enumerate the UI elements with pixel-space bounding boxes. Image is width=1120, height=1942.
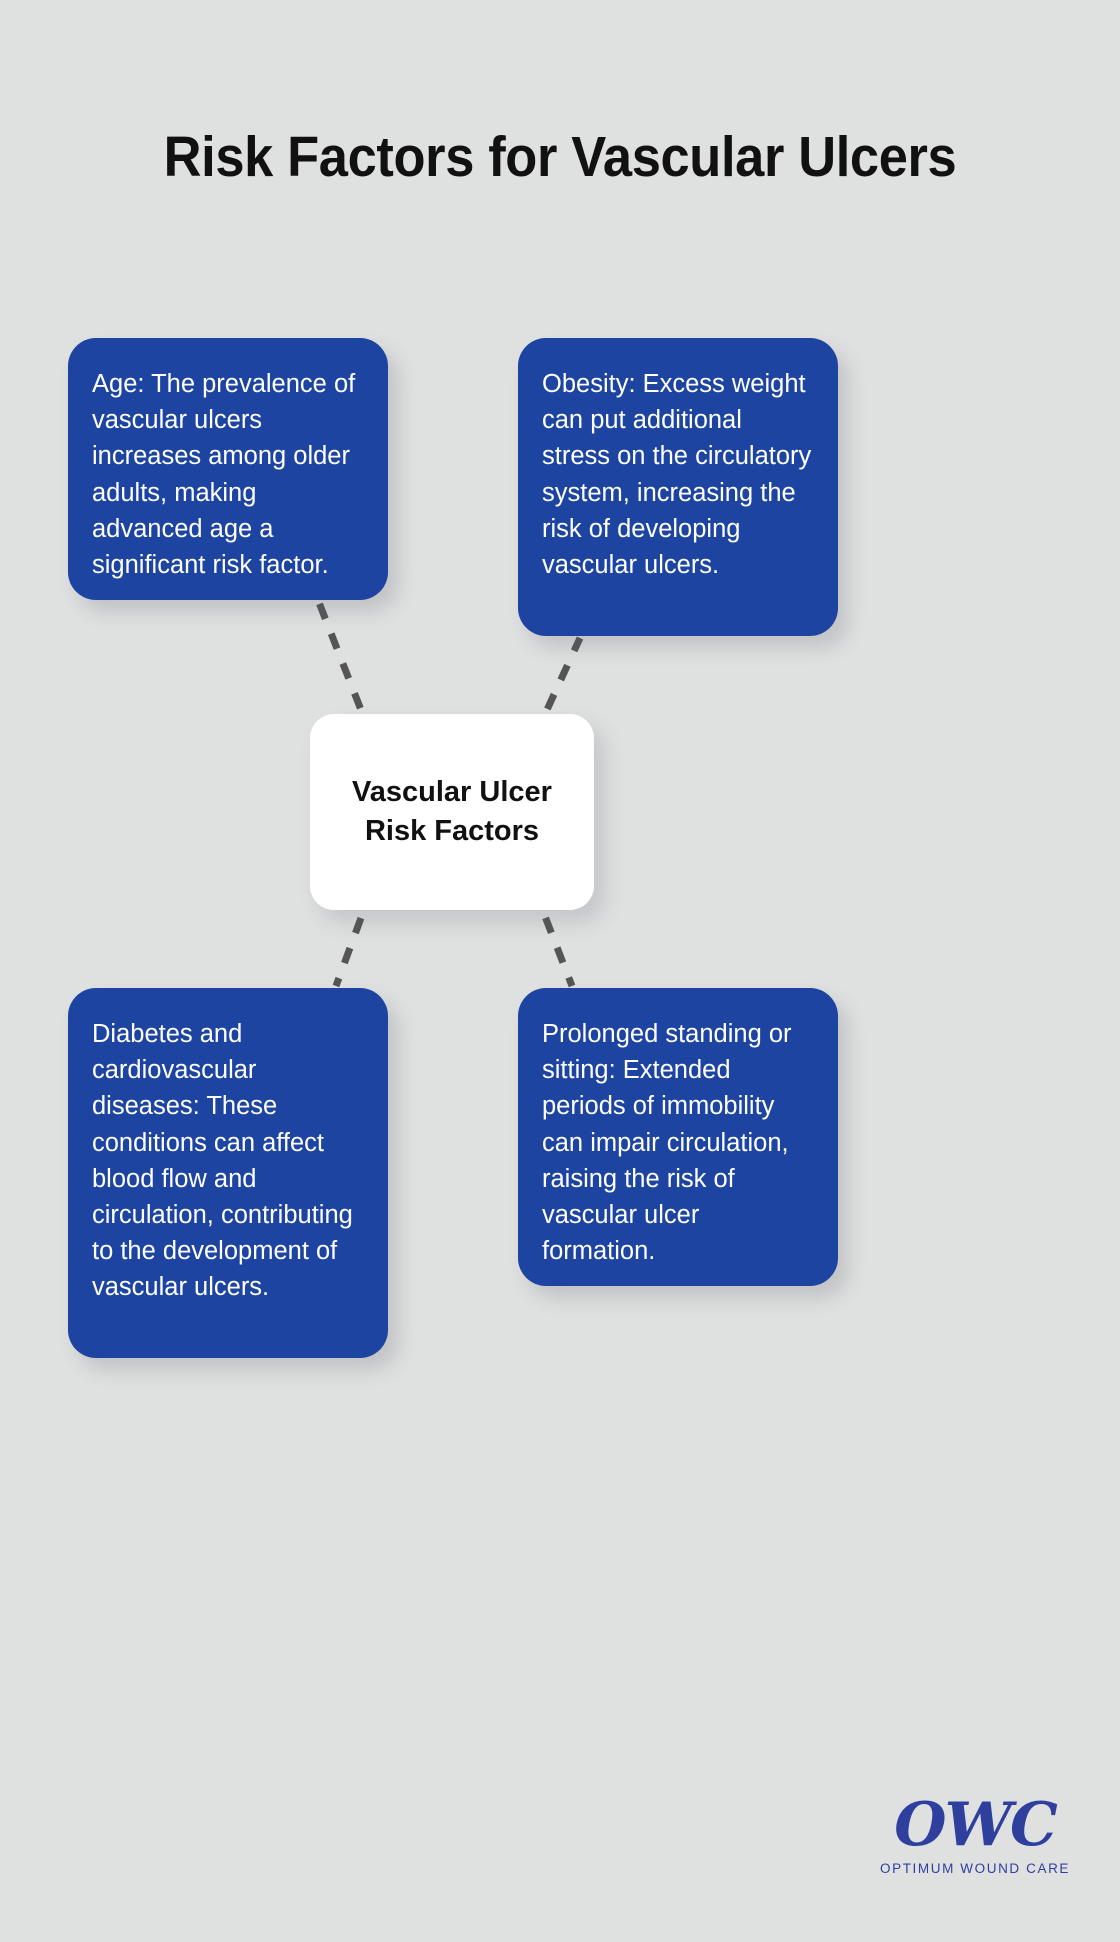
risk-card-diabetes: Diabetes and cardiovascular diseases: Th…	[68, 988, 388, 1358]
risk-card-age: Age: The prevalence of vascular ulcers i…	[68, 338, 388, 600]
risk-card-age-text: Age: The prevalence of vascular ulcers i…	[92, 370, 356, 580]
owc-logo-subtitle: OPTIMUM WOUND CARE	[880, 1861, 1071, 1876]
risk-card-obesity: Obesity: Excess weight can put additiona…	[518, 338, 838, 636]
owc-logo: OWC OPTIMUM WOUND CARE	[880, 1795, 1070, 1876]
owc-logo-mark: OWC	[894, 1790, 1057, 1860]
risk-card-immobility-text: Prolonged standing or sitting: Extended …	[542, 1020, 792, 1266]
risk-card-obesity-text: Obesity: Excess weight can put additiona…	[542, 370, 812, 580]
page-title: Risk Factors for Vascular Ulcers	[163, 125, 957, 190]
risk-card-immobility: Prolonged standing or sitting: Extended …	[518, 988, 838, 1286]
risk-card-diabetes-text: Diabetes and cardiovascular diseases: Th…	[92, 1020, 353, 1302]
center-node-card: Vascular Ulcer Risk Factors	[310, 714, 594, 910]
center-node-label: Vascular Ulcer Risk Factors	[352, 775, 552, 847]
